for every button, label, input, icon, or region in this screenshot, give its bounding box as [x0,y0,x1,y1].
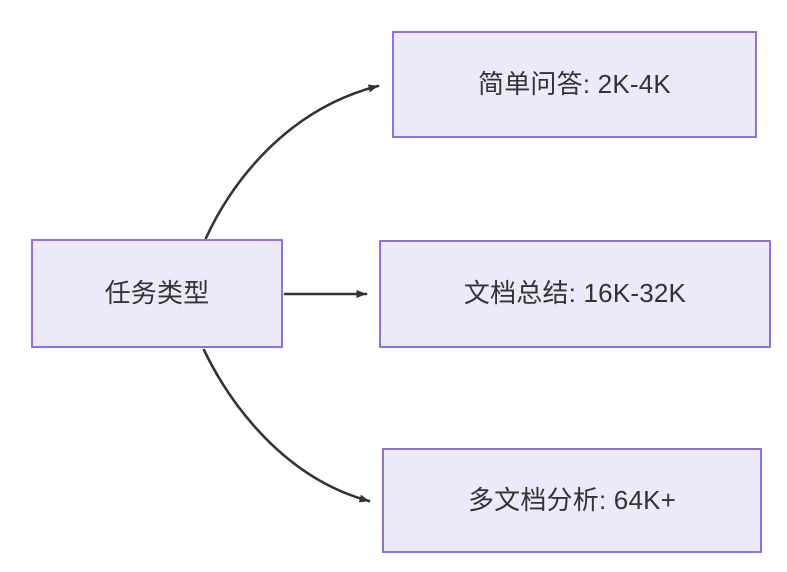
node-task-type[interactable]: 任务类型 [31,239,283,348]
node-doc-summary-label: 文档总结: 16K-32K [463,278,687,309]
node-doc-summary[interactable]: 文档总结: 16K-32K [379,240,771,348]
edge-to-simple-qa [204,84,380,240]
node-simple-qa-label: 简单问答: 2K-4K [478,68,671,99]
node-simple-qa[interactable]: 简单问答: 2K-4K [392,31,757,138]
node-task-type-label: 任务类型 [104,277,210,308]
node-multi-doc-label: 多文档分析: 64K+ [467,484,677,515]
node-multi-doc[interactable]: 多文档分析: 64K+ [382,448,762,553]
edge-to-multi-doc [202,348,371,503]
